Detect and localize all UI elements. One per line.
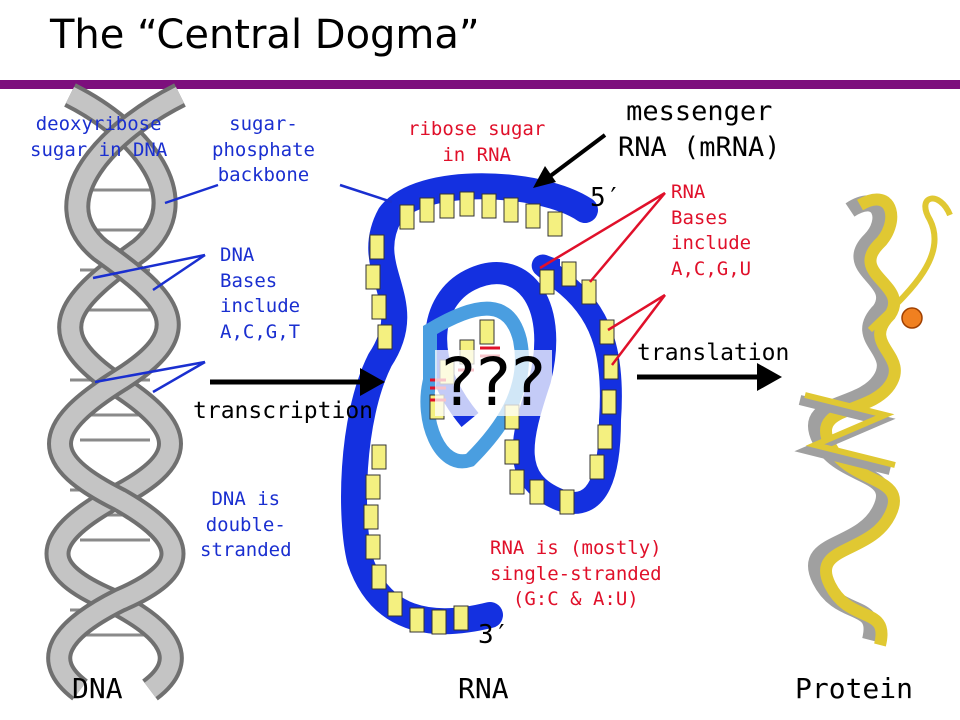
transcription-label: transcription <box>193 398 374 424</box>
translation-arrow <box>637 363 782 391</box>
dna-pointer-lines <box>92 183 219 394</box>
rna-pointer-lines <box>539 191 666 366</box>
rna-single-stranded-label: RNA is (mostly) single-stranded (G:C & A… <box>490 537 662 611</box>
transcription-arrow <box>210 368 385 396</box>
dna-bases-label: DNA Bases include A,C,G,T <box>220 244 301 343</box>
dna-helix-image <box>44 83 186 701</box>
title-divider <box>0 80 960 89</box>
five-prime-label: 5′ <box>590 183 622 213</box>
protein-caption: Protein <box>795 672 914 705</box>
backbone-pointer-line <box>339 183 393 204</box>
unknown-question-marks: ??? <box>435 350 553 416</box>
dna-double-stranded-label: DNA is double- stranded <box>200 488 292 562</box>
rna-bases-label: RNA Bases include A,C,G,U <box>671 181 752 280</box>
ribose-label: ribose sugar in RNA <box>408 118 546 166</box>
mrna-arrow <box>533 133 607 188</box>
page-title: The “Central Dogma” <box>50 12 480 58</box>
deoxyribose-label: deoxyribose sugar in DNA <box>30 113 168 161</box>
translation-label: translation <box>637 340 790 366</box>
three-prime-label: 3′ <box>478 620 510 650</box>
protein-structure-image <box>794 193 953 647</box>
dna-caption: DNA <box>72 672 123 705</box>
mrna-label: messenger RNA (mRNA) <box>618 96 781 164</box>
backbone-label: sugar- phosphate backbone <box>212 113 315 187</box>
rna-caption: RNA <box>458 672 509 705</box>
